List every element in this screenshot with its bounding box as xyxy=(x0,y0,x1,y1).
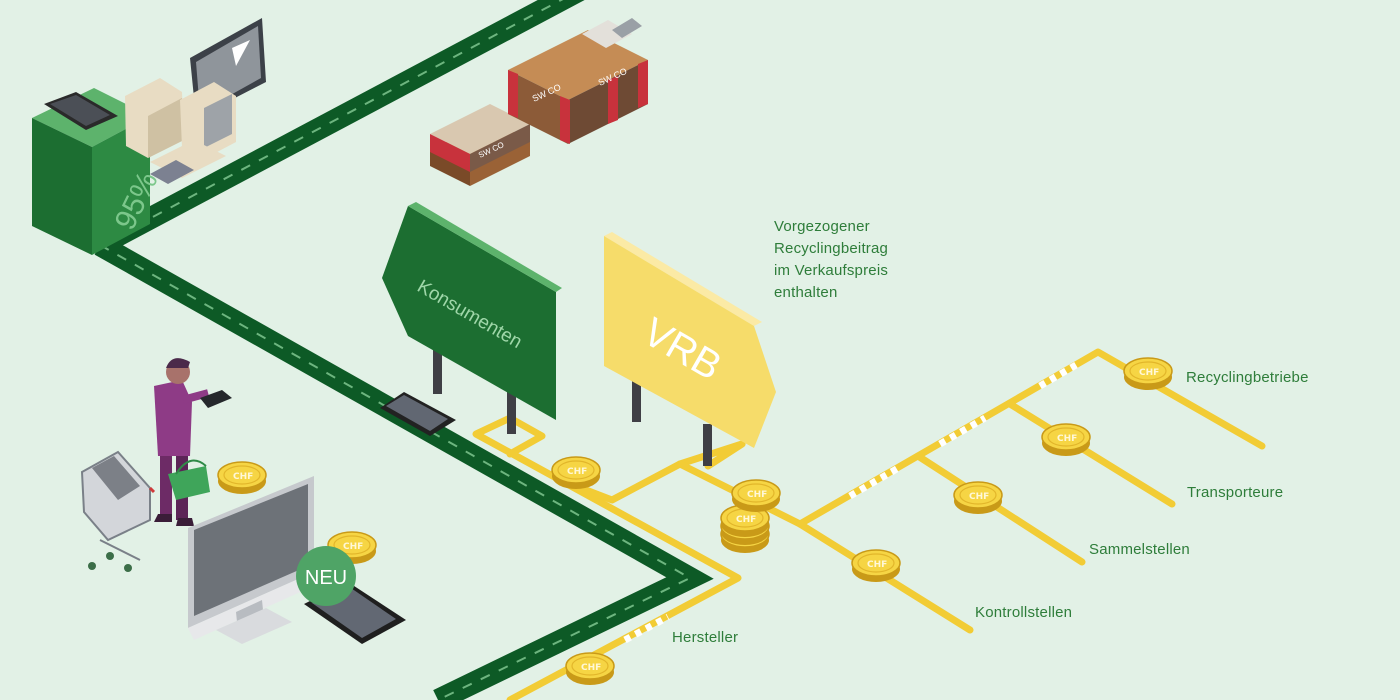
pallets-with-boxes: SW CO SW CO SW CO xyxy=(430,18,648,186)
label-recyclers: Recyclingbetriebe xyxy=(1186,369,1309,386)
tablet-on-road xyxy=(380,392,456,436)
svg-text:CHF: CHF xyxy=(867,560,887,570)
label-collection-points: Sammelstellen xyxy=(1089,541,1190,558)
svg-text:CHF: CHF xyxy=(1139,368,1159,378)
vrb-note-line: Vorgezogener xyxy=(774,218,870,235)
vrb-note-line: im Verkaufspreis xyxy=(774,262,889,279)
chf-coin: CHF xyxy=(1041,423,1091,457)
label-control-points: Kontrollstellen xyxy=(975,604,1073,621)
new-badge: NEU xyxy=(296,546,356,606)
money-flow-dashes xyxy=(623,361,1078,644)
vrb-sign: VRB xyxy=(604,232,776,466)
new-badge-label: NEU xyxy=(305,567,347,589)
svg-text:CHF: CHF xyxy=(567,467,587,477)
label-manufacturers: Hersteller xyxy=(672,629,739,646)
chf-coin: CHF xyxy=(1123,357,1173,391)
svg-text:CHF: CHF xyxy=(747,490,767,500)
vrb-note-line: Recyclingbeitrag xyxy=(774,240,889,257)
new-monitor xyxy=(188,476,318,644)
chf-coin-stack: CHF xyxy=(720,504,770,554)
svg-text:CHF: CHF xyxy=(581,663,601,673)
chf-coins: CHF CHF CHF CHF CHF CHF CHF CHF CHF CHF xyxy=(217,357,1173,686)
svg-text:CHF: CHF xyxy=(343,542,363,552)
chf-coin: CHF xyxy=(953,481,1003,515)
money-flow-lines xyxy=(472,348,1266,700)
chf-coin: CHF xyxy=(731,479,781,513)
consumer-person xyxy=(154,358,232,526)
svg-text:CHF: CHF xyxy=(969,492,989,502)
consumers-sign: Konsumenten xyxy=(382,202,562,434)
old-electronics-pile xyxy=(125,18,266,184)
svg-text:CHF: CHF xyxy=(736,515,756,525)
chf-coin: CHF xyxy=(551,456,601,490)
vrb-note: Vorgezogener Recyclingbeitrag im Verkauf… xyxy=(774,216,888,304)
product-road xyxy=(94,0,714,700)
label-transporters: Transporteure xyxy=(1187,484,1284,501)
chf-coin: CHF xyxy=(851,549,901,583)
svg-text:CHF: CHF xyxy=(1057,434,1077,444)
svg-text:CHF: CHF xyxy=(233,472,253,482)
vrb-note-line: enthalten xyxy=(774,284,838,301)
chf-coin: CHF xyxy=(565,652,615,686)
chf-coin: CHF xyxy=(327,531,377,565)
chf-coin: CHF xyxy=(217,461,267,495)
shopping-cart xyxy=(80,450,156,572)
